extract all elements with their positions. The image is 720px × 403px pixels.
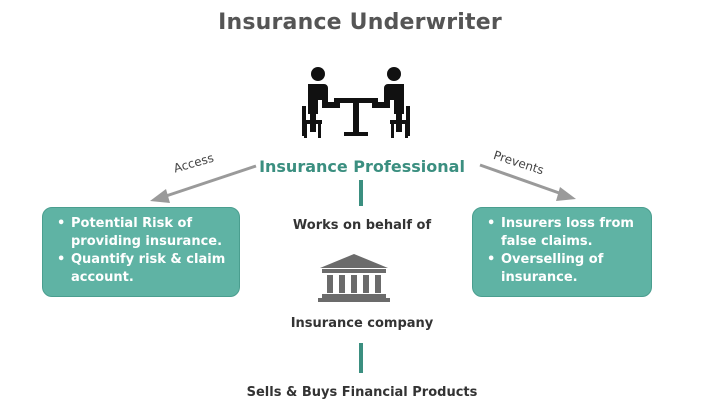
access-item: Quantify risk & claim account. [55,251,231,287]
connector-line-bottom [359,343,363,373]
prevents-item: Overselling of insurance. [485,251,643,287]
access-list: Potential Risk of providing insurance. Q… [55,215,231,287]
sells-buys-label: Sells & Buys Financial Products [246,385,478,400]
insurance-company-label: Insurance company [290,316,434,331]
access-box: Potential Risk of providing insurance. Q… [42,207,240,297]
bank-building-icon [318,254,390,302]
insurance-professional-label: Insurance Professional [259,157,465,176]
works-on-behalf-label: Works on behalf of [292,218,432,233]
connector-line-top [359,180,363,206]
prevents-list: Insurers loss from false claims. Oversel… [485,215,643,287]
prevents-box: Insurers loss from false claims. Oversel… [472,207,652,297]
prevents-item: Insurers loss from false claims. [485,215,643,251]
two-people-at-table-icon [302,67,410,138]
access-item: Potential Risk of providing insurance. [55,215,231,251]
diagram-title: Insurance Underwriter [218,10,502,35]
